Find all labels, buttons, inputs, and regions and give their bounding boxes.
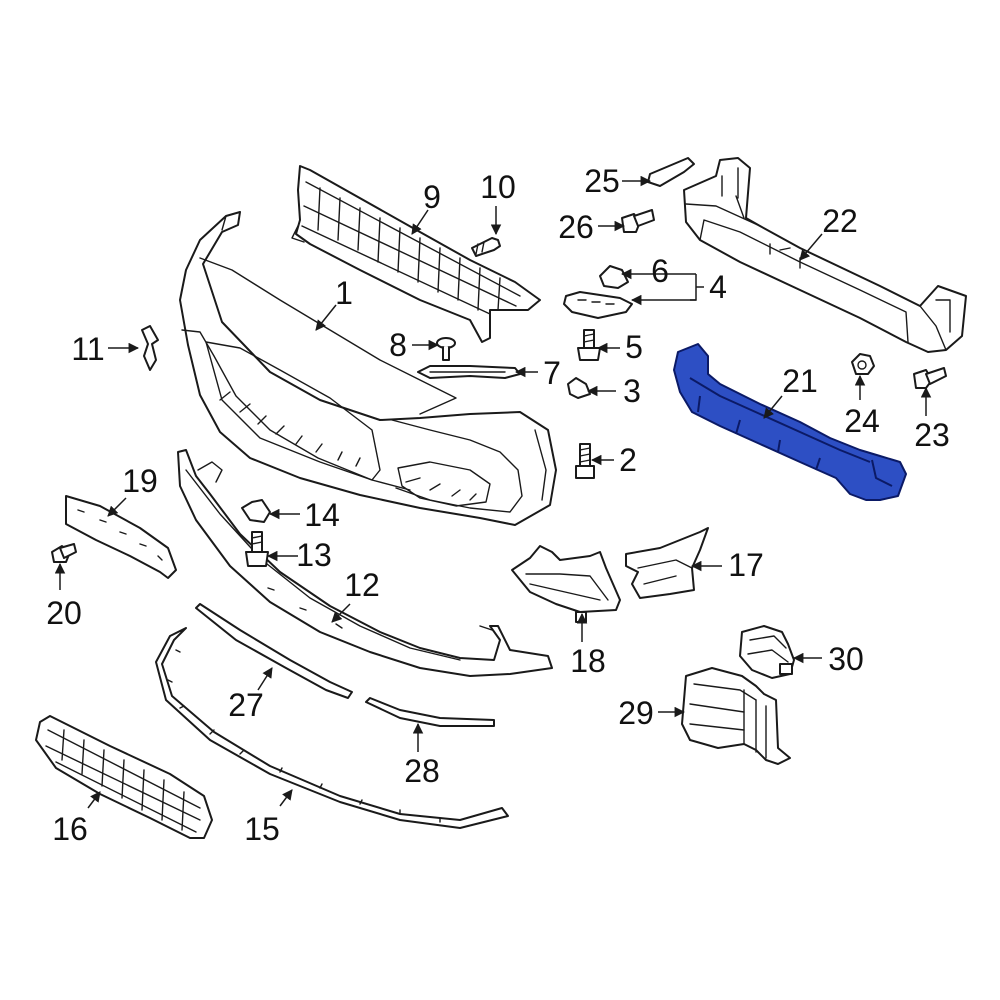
callout-3: 3 xyxy=(623,373,641,409)
callout-24: 24 xyxy=(844,403,880,439)
callout-19: 19 xyxy=(122,463,158,499)
part-10-screw[interactable] xyxy=(471,237,501,257)
callout-18: 18 xyxy=(570,643,606,679)
part-19-bracket-strip[interactable] xyxy=(65,495,177,579)
part-25-small-bracket[interactable] xyxy=(647,157,695,187)
part-15-lower-trim[interactable] xyxy=(155,627,509,829)
part-5-bolt[interactable] xyxy=(577,329,601,361)
part-27-trim-strip[interactable] xyxy=(195,603,353,699)
callout-1: 1 xyxy=(335,275,353,311)
callout-29: 29 xyxy=(618,695,654,731)
callout-25: 25 xyxy=(584,163,620,199)
part-20-bolt[interactable] xyxy=(51,543,77,563)
part-4-side-bracket[interactable] xyxy=(563,291,633,319)
callout-30: 30 xyxy=(828,641,864,677)
part-24-nut[interactable] xyxy=(851,353,875,375)
callout-28: 28 xyxy=(404,753,440,789)
callout-5: 5 xyxy=(625,329,643,365)
callout-9: 9 xyxy=(423,179,441,215)
part-29-module[interactable] xyxy=(681,667,791,765)
callout-27: 27 xyxy=(228,687,264,723)
callout-16: 16 xyxy=(52,811,88,847)
callout-4: 4 xyxy=(709,269,727,305)
part-17-bracket[interactable] xyxy=(625,527,709,599)
callout-labels: 1 2 3 4 5 6 7 8 9 10 11 12 13 14 15 16 1… xyxy=(46,163,950,847)
part-7-trim-strip[interactable] xyxy=(417,365,521,379)
part-3-clip-nut[interactable] xyxy=(567,377,591,399)
part-30-sensor[interactable] xyxy=(739,625,795,679)
part-2-bolt[interactable] xyxy=(575,443,595,479)
callout-12: 12 xyxy=(344,567,380,603)
part-13-bolt[interactable] xyxy=(245,531,269,567)
callout-15: 15 xyxy=(244,811,280,847)
part-21-energy-absorber[interactable] xyxy=(673,343,907,501)
part-1-bumper-cover[interactable] xyxy=(179,211,557,526)
leader-lines xyxy=(54,175,932,809)
part-26-bolt[interactable] xyxy=(621,209,655,233)
part-28-trim-strip[interactable] xyxy=(365,697,495,727)
callout-7: 7 xyxy=(543,355,561,391)
callout-2: 2 xyxy=(619,442,637,478)
callout-11: 11 xyxy=(71,331,104,367)
callout-14: 14 xyxy=(304,497,340,533)
callout-23: 23 xyxy=(914,417,950,453)
part-9-upper-grille[interactable] xyxy=(291,165,541,343)
part-8-push-pin[interactable] xyxy=(436,337,456,361)
callout-21: 21 xyxy=(782,363,818,399)
callout-6: 6 xyxy=(651,253,669,289)
callout-8: 8 xyxy=(389,327,407,363)
part-6-clip[interactable] xyxy=(599,265,629,289)
part-18-fog-lamp-bezel[interactable] xyxy=(511,545,621,623)
callout-20: 20 xyxy=(46,595,82,631)
part-14-bracket[interactable] xyxy=(241,499,271,523)
part-22-reinforcement-beam[interactable] xyxy=(683,157,967,353)
callout-26: 26 xyxy=(558,209,594,245)
part-16-lower-grille[interactable] xyxy=(35,715,213,839)
part-11-bracket[interactable] xyxy=(141,325,159,371)
callout-17: 17 xyxy=(728,547,764,583)
callout-22: 22 xyxy=(822,203,858,239)
callout-10: 10 xyxy=(480,169,516,205)
callout-13: 13 xyxy=(296,537,332,573)
part-23-bolt[interactable] xyxy=(913,367,947,389)
